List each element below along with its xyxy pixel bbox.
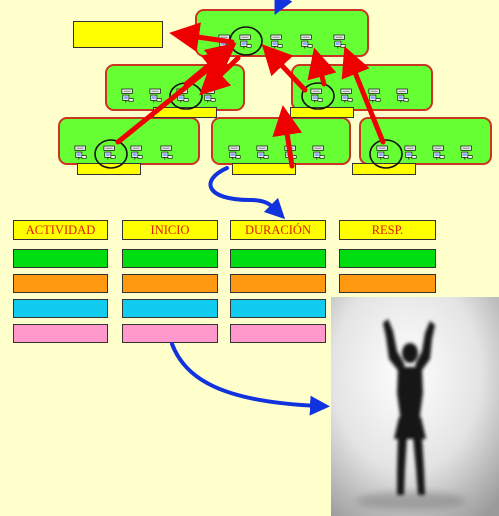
table-cell	[13, 274, 108, 293]
computer-terminal-icon	[74, 145, 87, 160]
red-arrow-botleft-up	[115, 48, 234, 145]
table-cell	[122, 274, 218, 293]
table-cell	[122, 324, 218, 343]
silhouette-photo	[331, 297, 499, 516]
computer-terminal-icon	[340, 88, 353, 103]
computer-terminal-icon	[149, 88, 162, 103]
header-duracion: DURACIÓN	[230, 220, 326, 240]
bottom-left-label-bar	[77, 163, 141, 175]
red-arrow-top-to-label	[169, 22, 235, 53]
header-inicio: INICIO	[122, 220, 218, 240]
computer-terminal-icon	[310, 88, 323, 103]
table-cell	[122, 299, 218, 318]
highlight-circle-top	[229, 26, 263, 56]
computer-terminal-icon	[460, 145, 473, 160]
computer-terminal-icon	[396, 88, 409, 103]
computer-terminal-icon	[130, 145, 143, 160]
top-label-bar	[73, 21, 163, 48]
red-arrow-botright-up	[341, 46, 386, 145]
highlight-circle-bottom-left	[94, 139, 128, 169]
blue-arrow-table-to-photo	[170, 342, 330, 416]
table-cell	[230, 324, 326, 343]
bottom-right-label-bar	[352, 163, 416, 175]
table-cell	[122, 249, 218, 268]
silhouette-person-icon	[331, 297, 499, 516]
computer-terminal-icon	[160, 145, 173, 160]
computer-terminal-icon	[333, 34, 346, 49]
table-cell	[339, 249, 436, 268]
computer-terminal-icon	[121, 88, 134, 103]
computer-terminal-icon	[103, 145, 116, 160]
computer-terminal-icon	[239, 34, 252, 49]
red-arrow-mid-up	[199, 55, 241, 96]
header-actividad: ACTIVIDAD	[13, 220, 108, 240]
red-arrow-botmid-up	[272, 105, 303, 169]
highlight-circle-middle-right	[301, 82, 335, 110]
blue-arrow-top-incoming	[274, 0, 293, 15]
computer-terminal-icon	[404, 145, 417, 160]
computer-terminal-icon	[368, 88, 381, 103]
computer-terminal-icon	[432, 145, 445, 160]
table-cell	[339, 274, 436, 293]
table-cell	[230, 274, 326, 293]
header-resp: RESP.	[339, 220, 436, 240]
computer-terminal-icon	[256, 145, 269, 160]
table-cell	[230, 249, 326, 268]
red-arrow-midright-left	[261, 44, 308, 93]
red-arrow-midright-up	[307, 47, 337, 87]
highlight-circle-bottom-right	[369, 139, 403, 169]
computer-terminal-icon	[300, 34, 313, 49]
table-cell	[13, 299, 108, 318]
computer-terminal-icon	[228, 145, 241, 160]
computer-terminal-icon	[312, 145, 325, 160]
bottom-middle-label-bar	[232, 163, 296, 175]
table-cell	[13, 249, 108, 268]
computer-terminal-icon	[376, 145, 389, 160]
table-cell	[13, 324, 108, 343]
blue-arrow-diagram-to-table	[208, 166, 286, 220]
table-cell	[230, 299, 326, 318]
